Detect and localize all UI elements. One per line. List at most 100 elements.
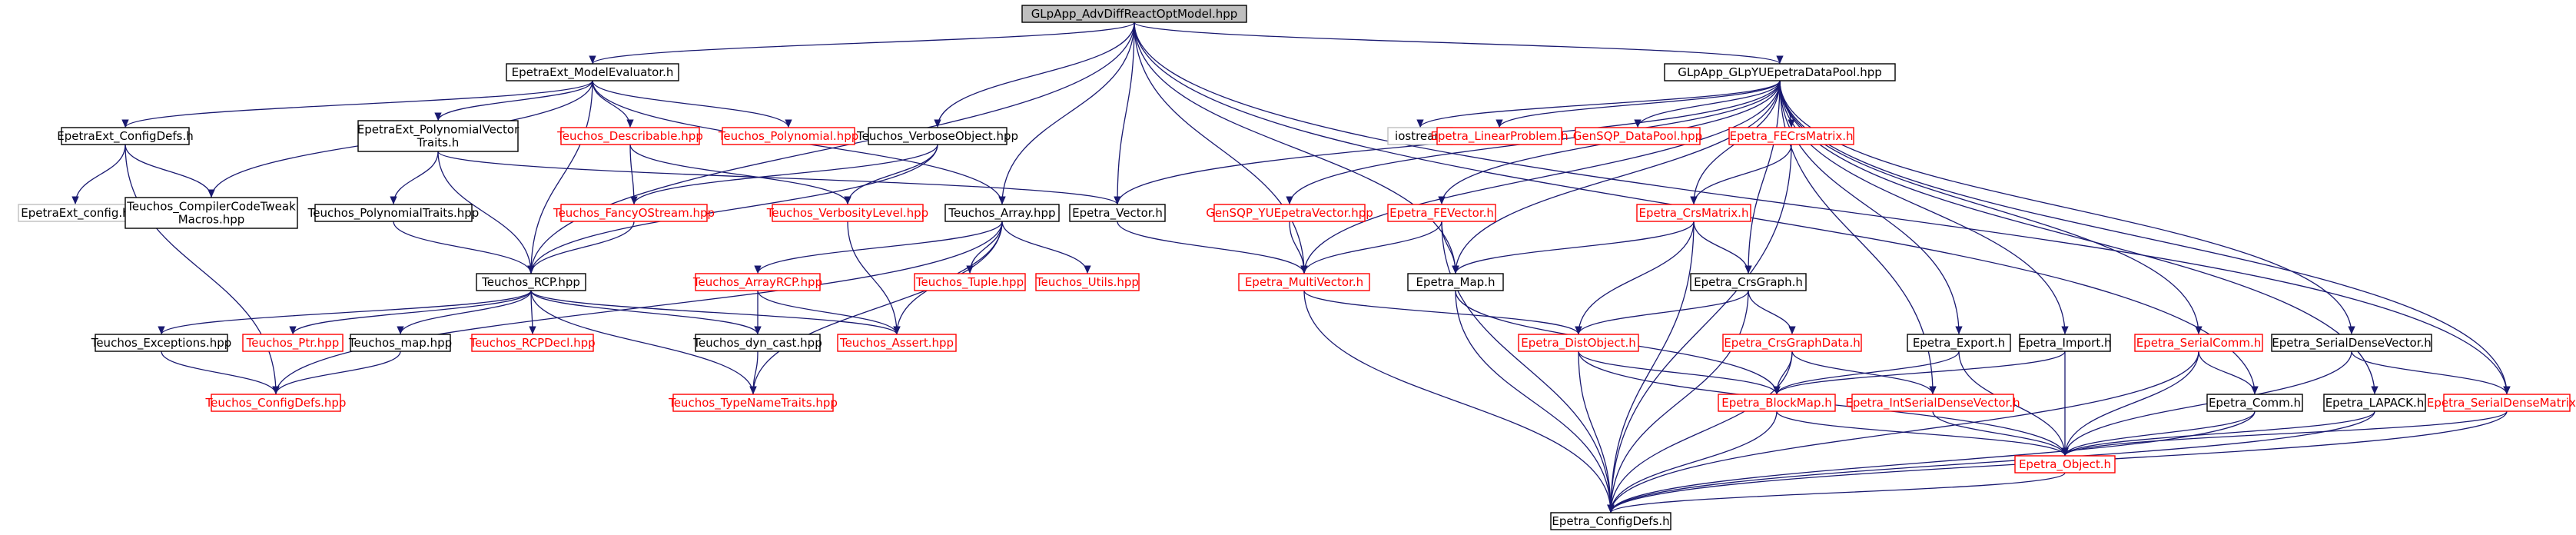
node-box — [357, 120, 519, 152]
node-glpapp-glpyuepetradatapool-hpp[interactable]: GLpApp_GLpYUEpetraDataPool.hpp — [1664, 63, 1896, 81]
edge-arrow — [1773, 351, 1793, 395]
node-epetra-object-h[interactable]: Epetra_Object.h — [2014, 455, 2116, 474]
node-epetra-linearproblem-h[interactable]: Epetra_LinearProblem.h — [1430, 127, 1569, 145]
edge-arrow — [121, 80, 593, 128]
edge-arrow — [527, 144, 938, 274]
node-teuchos-describable-hpp[interactable]: Teuchos_Describable.hpp — [556, 127, 703, 145]
node-box — [471, 334, 594, 352]
node-teuchos-polynomial-hpp[interactable]: Teuchos_Polynomial.hpp — [718, 127, 858, 145]
node-teuchos-fancyostream-hpp[interactable]: Teuchos_FancyOStream.hpp — [553, 204, 715, 222]
edge-arrow — [749, 221, 1003, 395]
node-teuchos-rcpdecl-hpp[interactable]: Teuchos_RCPDecl.hpp — [469, 334, 596, 352]
node-epetra-map-h[interactable]: Epetra_Map.h — [1407, 273, 1504, 291]
edge-arrow — [530, 290, 757, 395]
node-label: Epetra_FEVector.h — [1389, 206, 1494, 221]
edge-arrow — [1452, 221, 1695, 274]
node-teuchos-exceptions-hpp[interactable]: Teuchos_Exceptions.hpp — [91, 334, 232, 352]
node-epetra-multivector-h[interactable]: Epetra_MultiVector.h — [1238, 273, 1370, 291]
node-label: Traits.h — [417, 136, 459, 150]
edge-crsgraphdata-to-ecfgdefs — [1607, 351, 1793, 513]
node-teuchos-map-hpp[interactable]: Teuchos_map.hpp — [348, 334, 452, 352]
node-glpapp-advdiffreactoptmodel-hpp[interactable]: GLpApp_AdvDiffReactOptModel.hpp — [1021, 5, 1247, 23]
node-teuchos-verboseobject-hpp[interactable]: Teuchos_VerboseObject.hpp — [856, 127, 1018, 145]
node-label: Teuchos_dyn_cast.hpp — [692, 336, 822, 351]
edge-arrow — [527, 80, 593, 274]
edge-arrow — [2061, 410, 2256, 457]
node-teuchos-array-hpp[interactable]: Teuchos_Array.hpp — [944, 204, 1060, 222]
node-epetra-crsmatrix-h[interactable]: Epetra_CrsMatrix.h — [1636, 204, 1751, 222]
edge-arrow — [757, 290, 901, 335]
node-epetra-blockmap-h[interactable]: Epetra_BlockMap.h — [1718, 394, 1836, 412]
node-epetra-fevector-h[interactable]: Epetra_FEVector.h — [1387, 204, 1496, 222]
node-teuchos-assert-hpp[interactable]: Teuchos_Assert.hpp — [837, 334, 957, 352]
node-epetra-lapack-h[interactable]: Epetra_LAPACK.h — [2323, 394, 2426, 412]
node-gensqp-datapool-hpp[interactable]: GenSQP_DataPool.hpp — [1573, 127, 1702, 145]
node-box — [722, 127, 855, 145]
node-box — [837, 334, 957, 352]
node-teuchos-dyn-cast-hpp[interactable]: Teuchos_dyn_cast.hpp — [692, 334, 822, 352]
node-epetra-distobject-h[interactable]: Epetra_DistObject.h — [1518, 334, 1639, 352]
node-epetra-intserialdensevector-h[interactable]: Epetra_IntSerialDenseVector.h — [1845, 394, 2020, 412]
node-epetra-comm-h[interactable]: Epetra_Comm.h — [2206, 394, 2303, 412]
node-epetra-vector-h[interactable]: Epetra_Vector.h — [1069, 204, 1166, 222]
node-teuchos-utils-hpp[interactable]: Teuchos_Utils.hpp — [1035, 273, 1140, 291]
node-teuchos-typenametraits-hpp[interactable]: Teuchos_TypeNameTraits.hpp — [668, 394, 838, 412]
node-box — [2134, 334, 2263, 352]
edge-polyvec-to-rcp — [437, 151, 535, 274]
node-teuchos-tuple-hpp[interactable]: Teuchos_Tuple.hpp — [914, 273, 1026, 291]
node-epetra-fecrsmatrix-h[interactable]: Epetra_FECrsMatrix.h — [1728, 127, 1854, 145]
node-teuchos-polynomialtraits-hpp[interactable]: Teuchos_PolynomialTraits.hpp — [307, 204, 480, 222]
node-box — [506, 63, 679, 81]
edge-arrow — [1117, 221, 1308, 274]
node-teuchos-configdefs-hpp[interactable]: Teuchos_ConfigDefs.hpp — [205, 394, 347, 412]
edge-array-to-arrayrcp — [754, 221, 1003, 274]
edge-lapack-to-ecfgdefs — [1607, 410, 2375, 513]
node-epetra-serialdensematrix-h[interactable]: Epetra_SerialDenseMatrix.h — [2427, 394, 2576, 412]
edge-arrow — [630, 144, 938, 205]
node-teuchos-arrayrcp-hpp[interactable]: Teuchos_ArrayRCP.hpp — [692, 273, 822, 291]
node-iostream[interactable]: iostream — [1387, 127, 1453, 145]
edge-arrow — [1134, 22, 1308, 274]
node-box — [1664, 63, 1896, 81]
node-epetra-serialcomm-h[interactable]: Epetra_SerialComm.h — [2134, 334, 2263, 352]
edge-rcp-to-assert — [530, 290, 901, 335]
edge-glpyu-to-linprob — [1495, 80, 1781, 128]
edge-arrow — [1134, 22, 2511, 395]
edge-crsgraph-to-distobj — [1575, 290, 1749, 335]
edge-fancy-to-rcp — [527, 221, 635, 274]
edge-serialcomm-to-object — [2061, 351, 2199, 457]
edge-arrow — [434, 80, 593, 121]
node-epetra-crsgraph-h[interactable]: Epetra_CrsGraph.h — [1690, 273, 1807, 291]
edge-arrow — [530, 290, 762, 335]
edge-emap-to-ecfgdefs — [1455, 290, 1615, 513]
node-teuchos-ptr-hpp[interactable]: Teuchos_Ptr.hpp — [242, 334, 344, 352]
node-epetra-configdefs-h[interactable]: Epetra_ConfigDefs.h — [1550, 512, 1671, 530]
edge-arrow — [934, 22, 1135, 128]
node-epetra-export-h[interactable]: Epetra_Export.h — [1907, 334, 2011, 352]
node-epetra-crsgraphdata-h[interactable]: Epetra_CrsGraphData.h — [1722, 334, 1862, 352]
node-box — [1636, 204, 1751, 222]
edge-crsgraph-to-crsgraphdata — [1748, 290, 1796, 335]
node-teuchos-verbositylevel-hpp[interactable]: Teuchos_VerbosityLevel.hpp — [766, 204, 928, 222]
node-box — [868, 127, 1007, 145]
edge-blockmap-to-object — [1776, 410, 2069, 457]
node-epetraext-modelevaluator-h[interactable]: EpetraExt_ModelEvaluator.h — [506, 63, 679, 81]
node-label: Teuchos_ArrayRCP.hpp — [692, 275, 822, 290]
node-epetra-serialdensevector-h[interactable]: Epetra_SerialDenseVector.h — [2271, 334, 2432, 352]
edge-me-to-describ — [592, 80, 634, 128]
edge-crsmat-to-emap — [1452, 221, 1695, 274]
edge-arrow — [1416, 80, 1781, 128]
node-epetraext-config-h[interactable]: EpetraExt_config.h — [18, 204, 133, 222]
edge-arrow — [1776, 410, 2069, 457]
node-epetraext-configdefs-h[interactable]: EpetraExt_ConfigDefs.h — [57, 127, 194, 145]
node-teuchos-rcp-hpp[interactable]: Teuchos_RCP.hpp — [476, 273, 586, 291]
node-epetra-import-h[interactable]: Epetra_Import.h — [2018, 334, 2112, 352]
edge-sdmat-to-object — [2061, 410, 2508, 457]
edge-arrow — [1441, 221, 1615, 513]
node-gensqp-yuepetravector-hpp[interactable]: GenSQP_YUEpetraVector.hpp — [1206, 204, 1373, 222]
edge-arrow — [272, 351, 401, 395]
edge-glpyu-to-gensqp — [1634, 80, 1781, 128]
edge-arrow — [1607, 351, 1793, 513]
